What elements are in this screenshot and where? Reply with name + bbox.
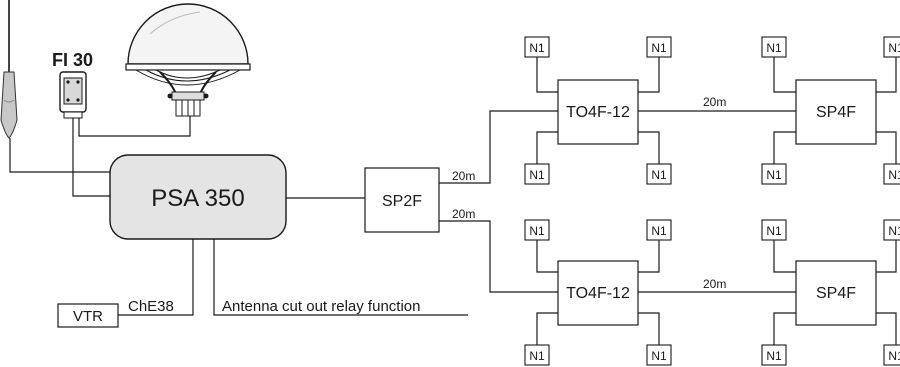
sp4f-bottom-stub-1 — [773, 240, 796, 273]
vtr-label: VTR — [73, 308, 103, 325]
svg-text:N1: N1 — [529, 224, 545, 238]
upper-cable — [439, 110, 558, 184]
lower-cable-label: 20m — [452, 207, 475, 221]
n1-terminal: N1 — [883, 36, 900, 58]
n1-terminal: N1 — [646, 219, 672, 241]
sp4f-top-label: SP4F — [816, 104, 856, 121]
to4f-bottom-stub-1 — [536, 240, 558, 273]
to4f-top-stub-1 — [536, 57, 558, 93]
n1-terminal: N1 — [761, 344, 787, 366]
sp4f-bottom-stub-4 — [876, 312, 897, 345]
n1-terminal: N1 — [646, 163, 672, 185]
psa350-label: PSA 350 — [151, 185, 244, 212]
n1-terminal: N1 — [524, 219, 550, 241]
sp4f-bottom-box — [795, 260, 877, 326]
fi30-to-dome-cable — [78, 116, 191, 137]
fi30-unit-icon — [59, 71, 87, 119]
n1-terminal: N1 — [883, 344, 900, 366]
lower-cable — [439, 220, 558, 293]
sp4f-bottom-label: SP4F — [816, 285, 856, 302]
svg-text:N1: N1 — [651, 224, 667, 238]
che38-label: ChE38 — [128, 298, 174, 315]
n1-terminal: N1 — [761, 219, 787, 241]
to4f12-top-box — [557, 79, 639, 145]
svg-text:N1: N1 — [888, 41, 900, 55]
to4f-top-stub-4 — [638, 131, 660, 164]
sp4f-bottom-stub-2 — [876, 240, 897, 273]
svg-text:N1: N1 — [888, 224, 900, 238]
to4f-bottom-stub-3 — [536, 312, 558, 345]
to4f12-bottom-box — [557, 260, 639, 326]
to4f12-top-label: TO4F-12 — [566, 104, 630, 121]
svg-text:N1: N1 — [651, 349, 667, 363]
sp2f-label: SP2F — [382, 193, 422, 210]
svg-text:N1: N1 — [766, 349, 782, 363]
svg-text:N1: N1 — [766, 224, 782, 238]
sp4f-top-stub-3 — [773, 131, 796, 164]
n1-terminal: N1 — [883, 219, 900, 241]
che38-cable — [118, 239, 194, 316]
n1-terminal: N1 — [761, 36, 787, 58]
to4f12-bottom-label: TO4F-12 — [566, 285, 630, 302]
antenna-relay-label: Antenna cut out relay function — [222, 298, 420, 315]
svg-text:N1: N1 — [766, 168, 782, 182]
sp4f-top-stub-4 — [876, 131, 897, 164]
to4f-bottom-stub-4 — [638, 312, 660, 345]
sp2f-box — [364, 167, 440, 233]
svg-text:N1: N1 — [529, 349, 545, 363]
whip-cable — [9, 138, 110, 173]
bottom-link-label: 20m — [703, 277, 726, 291]
sp4f-top-stub-2 — [876, 57, 897, 93]
svg-text:N1: N1 — [888, 349, 900, 363]
svg-text:N1: N1 — [888, 168, 900, 182]
upper-cable-label: 20m — [452, 169, 475, 183]
sp4f-bottom-stub-3 — [773, 312, 796, 345]
sp4f-top-stub-1 — [773, 57, 796, 93]
dome-antenna-icon — [125, 3, 251, 117]
n1-terminal: N1 — [883, 163, 900, 185]
top-link-label: 20m — [703, 95, 726, 109]
psa350-unit — [109, 154, 287, 240]
relay-cable — [213, 239, 468, 316]
svg-text:N1: N1 — [651, 41, 667, 55]
to4f-top-stub-3 — [536, 131, 558, 164]
n1-terminal: N1 — [646, 36, 672, 58]
n1-terminal: N1 — [524, 36, 550, 58]
whip-antenna-icon — [0, 0, 18, 139]
svg-text:N1: N1 — [651, 168, 667, 182]
svg-text:N1: N1 — [766, 41, 782, 55]
to4f-bottom-stub-2 — [638, 240, 660, 273]
n1-terminal: N1 — [646, 344, 672, 366]
svg-text:N1: N1 — [529, 168, 545, 182]
fi30-label: FI 30 — [52, 50, 93, 70]
n1-terminal: N1 — [524, 163, 550, 185]
fi30-cable — [72, 118, 110, 197]
vtr-box — [57, 303, 119, 328]
to4f-top-stub-2 — [638, 57, 660, 93]
n1-terminal: N1 — [761, 163, 787, 185]
n1-terminal: N1 — [524, 344, 550, 366]
sp4f-top-box — [795, 79, 877, 145]
svg-text:N1: N1 — [529, 41, 545, 55]
